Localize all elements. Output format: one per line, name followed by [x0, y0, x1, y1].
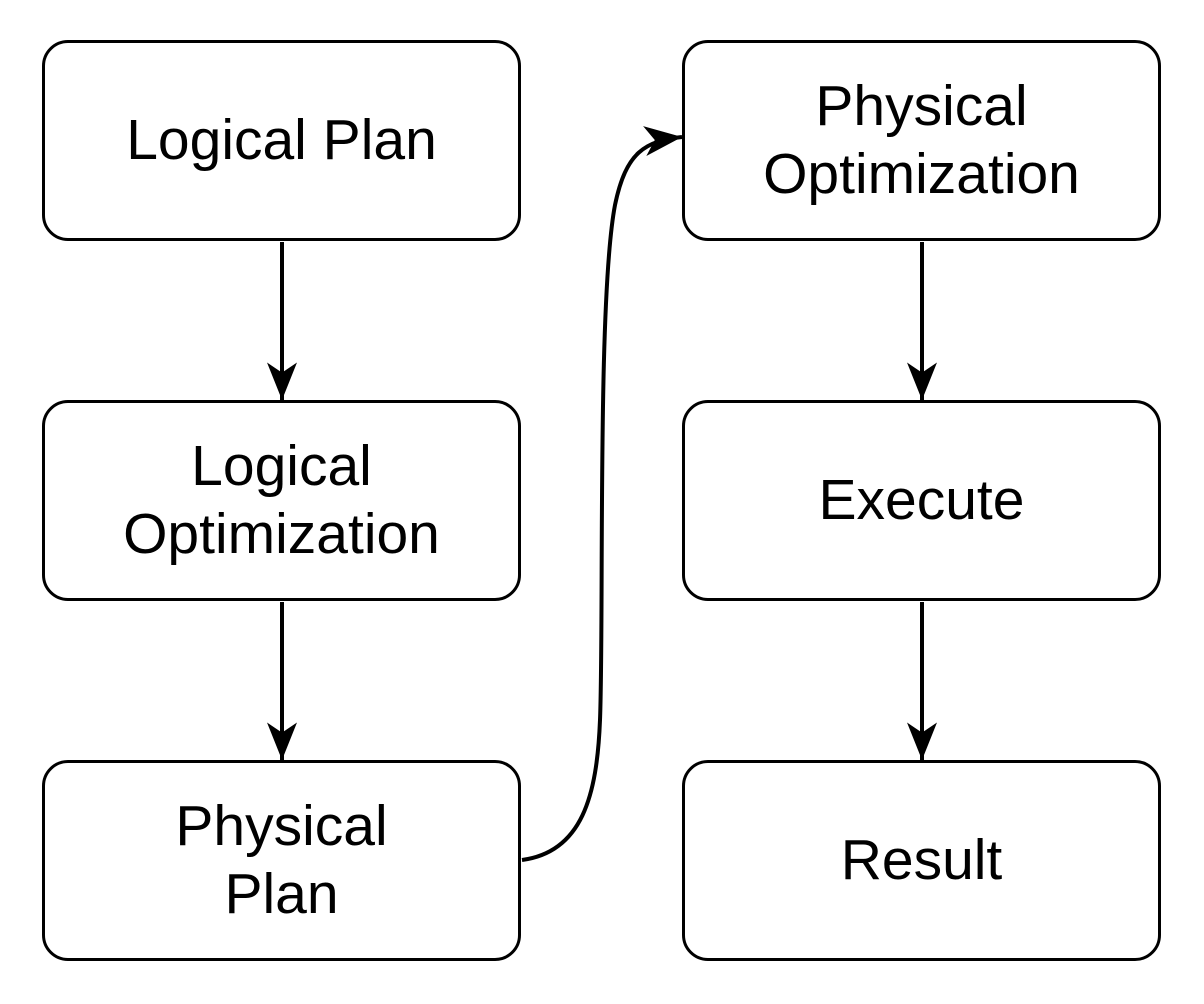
edge-physical-plan-to-physical-optimization: [521, 126, 683, 862]
node-result: Result: [682, 760, 1161, 961]
node-logical-plan: Logical Plan: [42, 40, 521, 241]
node-logical-optimization-label: Logical Optimization: [123, 434, 440, 566]
node-physical-optimization: Physical Optimization: [682, 40, 1161, 241]
node-physical-optimization-label: Physical Optimization: [763, 74, 1080, 206]
node-logical-optimization: Logical Optimization: [42, 400, 521, 601]
node-physical-plan: Physical Plan: [42, 760, 521, 961]
node-result-label: Result: [840, 827, 1003, 892]
node-execute: Execute: [682, 400, 1161, 601]
node-execute-label: Execute: [818, 467, 1025, 532]
node-logical-plan-label: Logical Plan: [126, 107, 437, 172]
node-physical-plan-label: Physical Plan: [175, 794, 388, 926]
